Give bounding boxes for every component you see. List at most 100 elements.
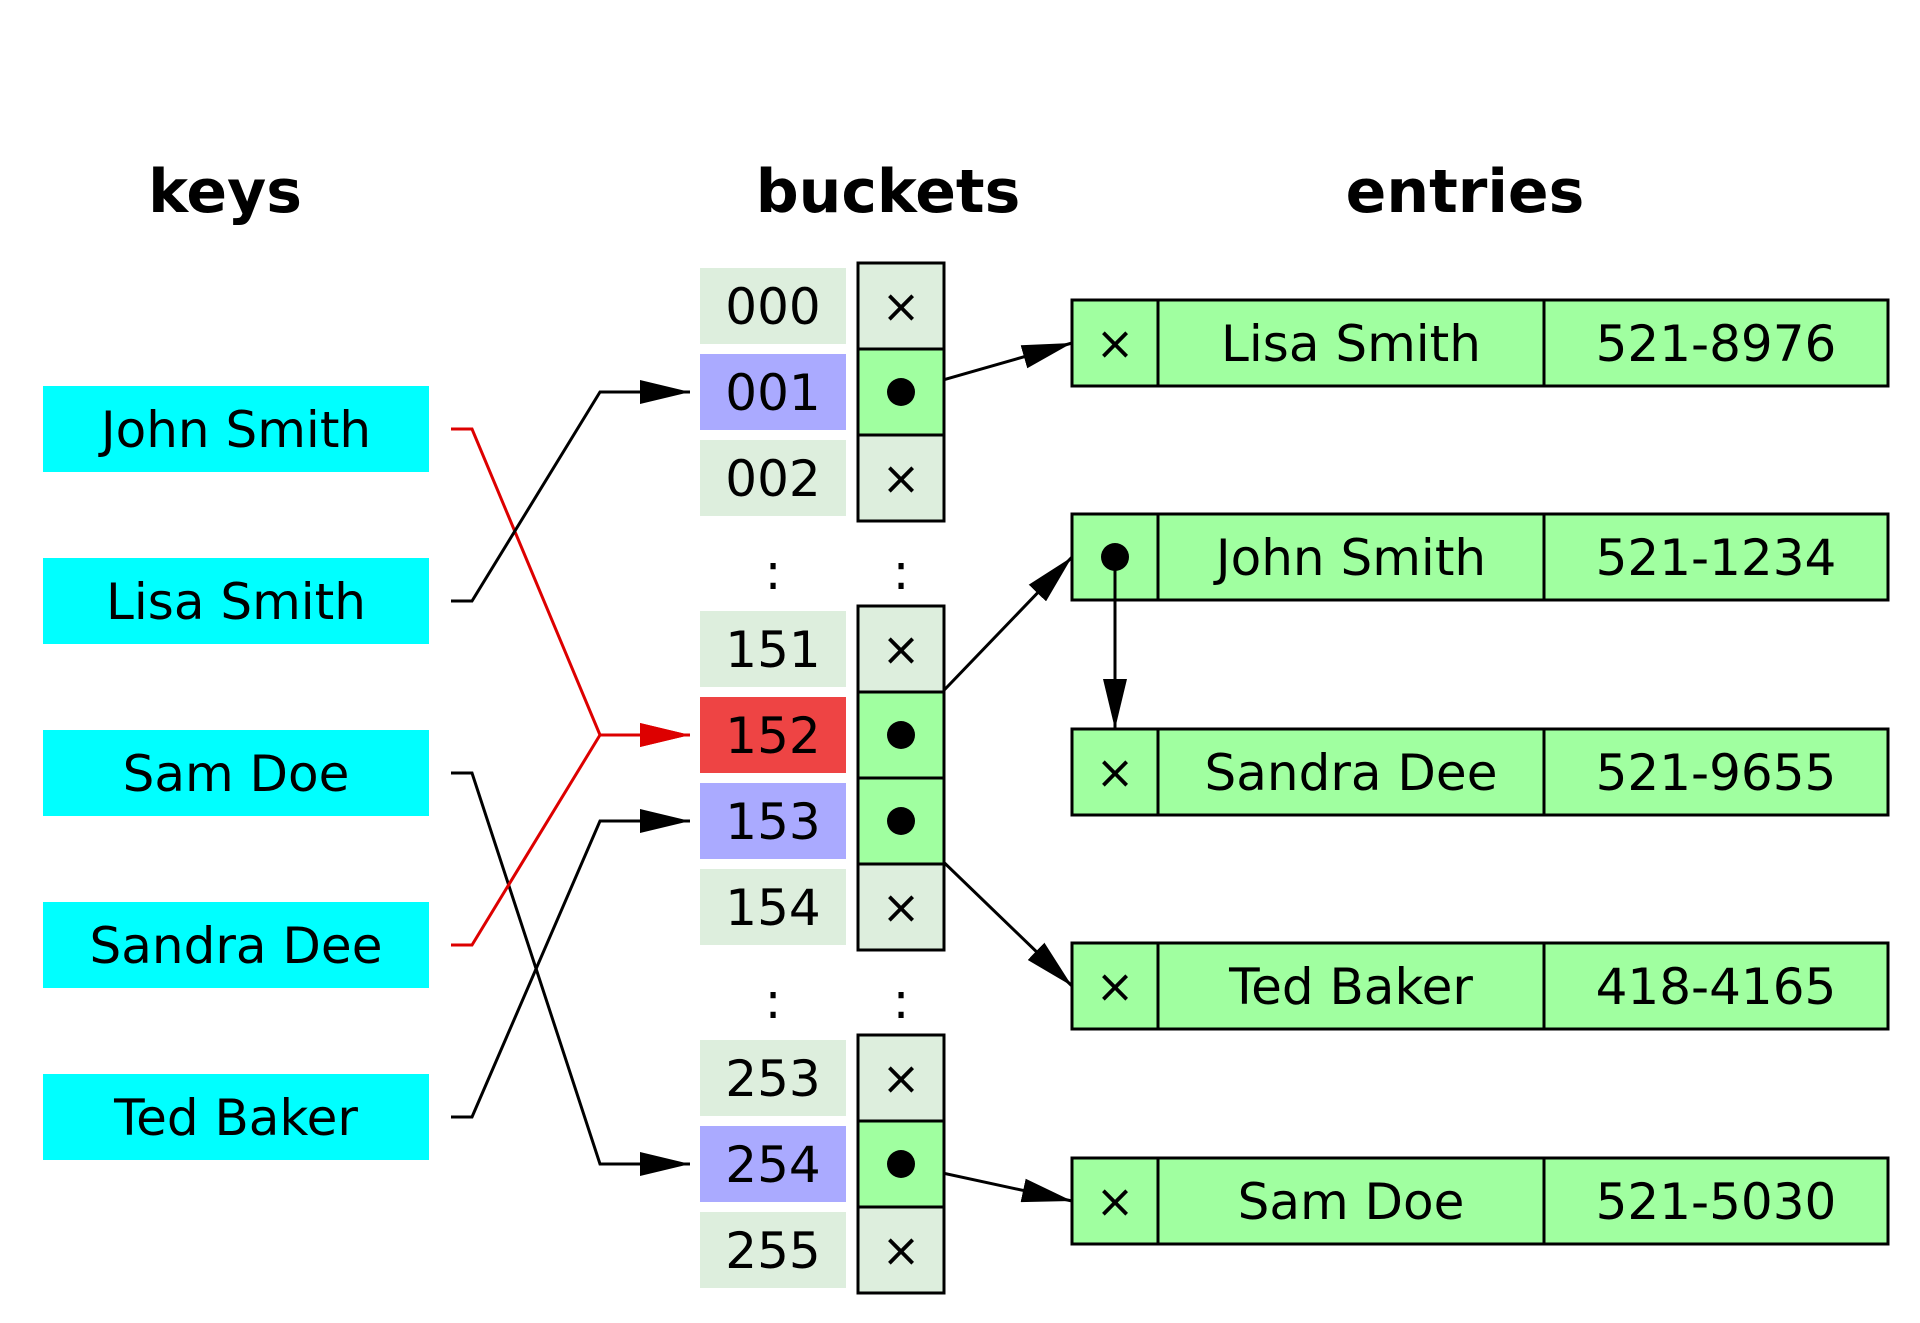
bucket-index-cell [700,1212,846,1288]
hash-link [451,380,690,603]
bucket-row: 151 × [700,604,946,694]
entry-box [1070,1156,1890,1246]
bucket-row: 002 × [700,433,946,523]
bucket-pointer-cell [856,690,946,780]
bucket-index-label: 154 [725,879,820,937]
bucket-row: 253 × [700,1033,946,1123]
bucket-index-label: 255 [725,1222,820,1280]
bucket-index-label: 002 [725,450,820,508]
null-pointer-icon: × [882,880,921,934]
bucket-index-cell [700,611,846,687]
key-label: John Smith [98,401,371,459]
key-box: John Smith [43,386,429,472]
entry-phone: 521-9655 [1596,744,1837,802]
bucket-index-label: 001 [725,364,820,422]
entry-phone: 418-4165 [1596,958,1837,1016]
key-fill [43,902,429,988]
bucket-ellipsis: : [765,543,782,601]
null-pointer-icon: × [882,279,921,333]
entries-heading: entries [1346,157,1585,227]
key-label: Sam Doe [123,745,350,803]
key-fill [43,1074,429,1160]
bucket-pointer-cell [856,433,946,523]
bucket-row: 000 × [700,261,946,351]
bucket-index-cell [700,697,846,773]
entry-record: × Sam Doe 521-5030 [1070,1156,1890,1246]
bucket-pointer-cell [856,1033,946,1123]
entry-name: John Smith [1213,529,1486,587]
hash-link [451,809,690,1119]
null-pointer-icon: × [882,451,921,505]
entry-phone: 521-1234 [1596,529,1837,587]
bucket-pointer-cell [856,261,946,351]
key-label: Ted Baker [113,1089,358,1147]
null-pointer-icon: × [882,622,921,676]
key-fill [43,386,429,472]
key-box: Lisa Smith [43,558,429,644]
bucket-row: 001 [700,347,946,437]
entry-box [1070,727,1890,817]
bucket-row: 154 × [700,862,946,952]
key-fill [43,730,429,816]
bucket-index-label: 151 [725,621,820,679]
bucket-index-cell [700,869,846,945]
pointer-ellipsis: : [893,543,910,601]
entry-box [1070,298,1890,388]
pointer-dot-icon [887,1150,915,1178]
pointer-dot-icon [887,378,915,406]
bucket-row: 254 [700,1119,946,1209]
key-label: Lisa Smith [106,573,366,631]
key-fill [43,558,429,644]
bucket-index-cell [700,268,846,344]
bucket-index-label: 254 [725,1136,820,1194]
null-pointer-icon: × [882,1051,921,1105]
pointer-dot-icon [887,807,915,835]
entry-name: Ted Baker [1228,958,1473,1016]
bucket-row: 152 [700,690,946,780]
entry-name: Sam Doe [1238,1173,1465,1231]
bucket-index-cell [700,440,846,516]
entry-record: × Sandra Dee 521-9655 [1070,727,1890,817]
key-label: Sandra Dee [90,917,383,975]
bucket-index-cell [700,1126,846,1202]
bucket-pointer-cell [856,604,946,694]
buckets-heading: buckets [756,157,1021,227]
pointer-ellipsis: : [893,972,910,1030]
entry-name: Sandra Dee [1205,744,1498,802]
hash-link [451,771,690,1176]
bucket-ellipsis: : [765,972,782,1030]
bucket-index-label: 152 [725,707,820,765]
bucket-index-label: 000 [725,278,820,336]
entry-box [1070,941,1890,1031]
null-pointer-icon: × [1096,745,1135,799]
bucket-index-cell [700,354,846,430]
key-box: Ted Baker [43,1074,429,1160]
hash-link [451,723,690,947]
null-pointer-icon: × [1096,959,1135,1013]
null-pointer-icon: × [882,1223,921,1277]
entry-phone: 521-5030 [1596,1173,1837,1231]
entry-phone: 521-8976 [1596,315,1837,373]
entry-record: John Smith 521-1234 [1070,512,1890,602]
bucket-pointer-cell [856,1205,946,1295]
entry-name: Lisa Smith [1221,315,1481,373]
null-pointer-icon: × [1096,1174,1135,1228]
bucket-row: 255 × [700,1205,946,1295]
key-box: Sandra Dee [43,902,429,988]
key-box: Sam Doe [43,730,429,816]
bucket-pointer-cell [856,862,946,952]
bucket-index-cell [700,1040,846,1116]
bucket-index-label: 253 [725,1050,820,1108]
entry-box [1070,512,1890,602]
keys-heading: keys [148,157,302,227]
bucket-index-label: 153 [725,793,820,851]
bucket-row: 153 [700,776,946,866]
bucket-index-cell [700,783,846,859]
hash-link [451,427,690,747]
entry-record: × Ted Baker 418-4165 [1070,941,1890,1031]
